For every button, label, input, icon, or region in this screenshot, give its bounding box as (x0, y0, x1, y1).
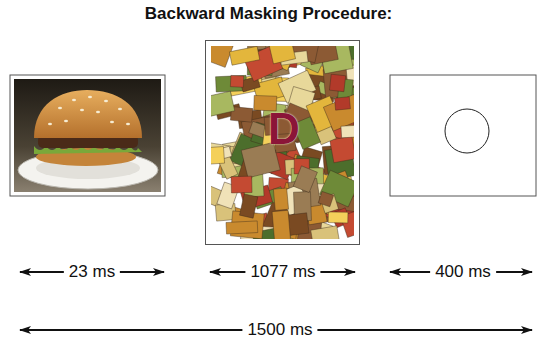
seed (104, 100, 108, 102)
mask-panel: D (205, 40, 360, 245)
mask-letter: D (268, 107, 300, 151)
duration-label: 1077 ms (245, 262, 320, 282)
duration-label: 400 ms (430, 262, 496, 282)
seed (80, 109, 84, 111)
collage-piece (329, 74, 345, 92)
collage-piece (328, 212, 348, 223)
blank-frame (390, 75, 536, 196)
collage-piece (240, 194, 258, 218)
collage-piece (311, 226, 339, 239)
duration-label: 1500 ms (242, 320, 317, 340)
collage-piece (318, 191, 333, 206)
photo-background (14, 79, 161, 192)
collage-piece (330, 136, 354, 163)
collage-piece (211, 147, 225, 165)
duration-label: 23 ms (64, 262, 120, 282)
collage-piece (273, 188, 288, 210)
diagram-title: Backward Masking Procedure: (0, 4, 537, 24)
collage-piece (293, 166, 317, 193)
sesame-seeds (48, 96, 130, 125)
collage-piece (269, 46, 295, 64)
seed (110, 121, 114, 123)
seed (58, 107, 62, 109)
seed (64, 120, 68, 122)
top-bun (34, 90, 142, 138)
collage-piece (341, 125, 354, 138)
collage-piece (272, 210, 290, 239)
collage-piece (211, 46, 233, 67)
collage-piece (216, 75, 247, 92)
collage-piece (211, 91, 235, 117)
seed (88, 96, 92, 98)
collage-piece (226, 221, 258, 234)
photo-frame (10, 75, 165, 196)
collage-piece (230, 75, 243, 87)
circle-symbol (445, 109, 489, 153)
collage-piece (231, 176, 252, 193)
collage-piece (229, 46, 259, 65)
seed (118, 108, 122, 110)
seed (48, 123, 52, 125)
collage-piece (334, 97, 350, 110)
seed (126, 123, 130, 125)
seed (96, 111, 100, 113)
seed (72, 99, 76, 101)
